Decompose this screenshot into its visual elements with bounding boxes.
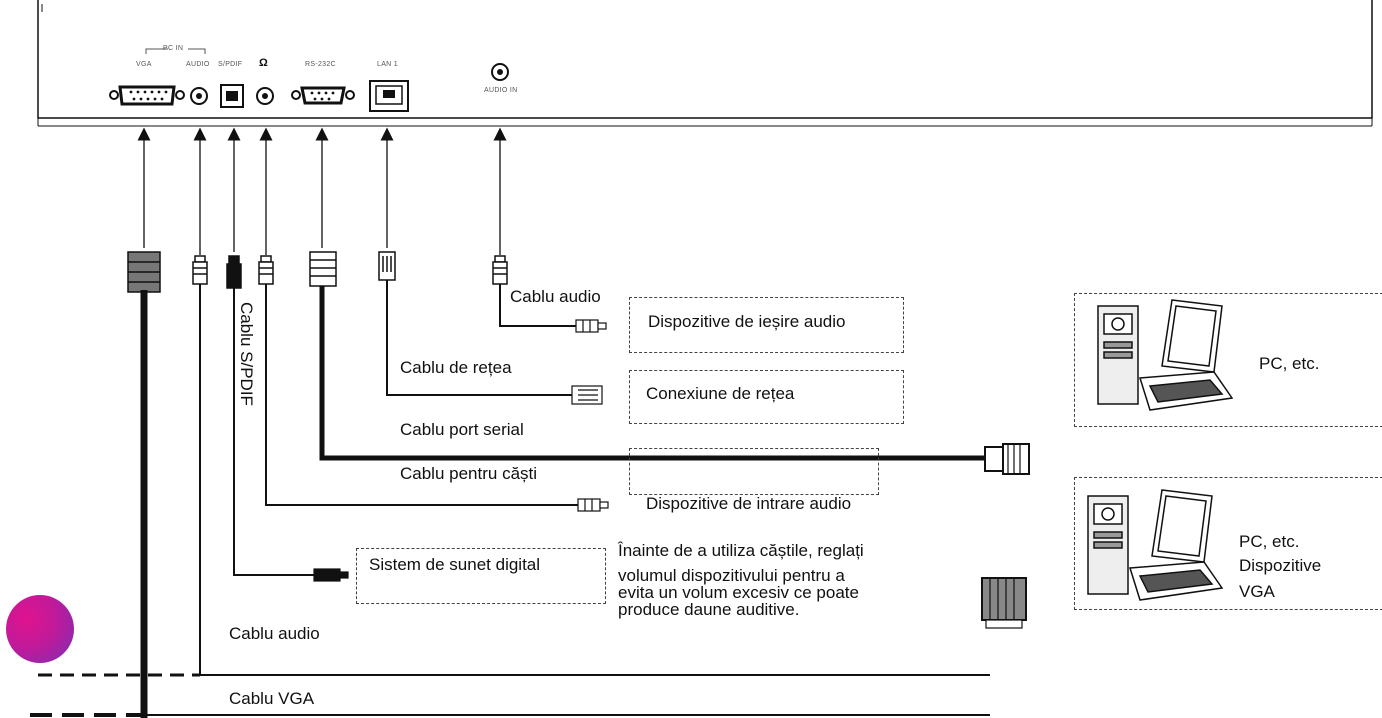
end-plugs [313,319,1030,629]
pc-vga-label-1: PC, etc. [1239,532,1300,551]
audio-in-port-label: AUDIO IN [484,87,518,94]
network-connection-box: Conexiune de rețea [629,370,904,424]
serial-cable-label: Cablu port serial [400,420,524,439]
pc-box: PC, etc. [1074,293,1382,427]
lan-port-label: LAN 1 [377,61,398,68]
headphone-warning-note: Înainte de a utiliza căștile, reglați vo… [618,542,948,618]
vga-port-label: VGA [136,61,152,68]
digital-sound-label: Sistem de sunet digital [369,555,541,574]
pc-vga-label-2: Dispozitive [1239,556,1322,575]
spdif-port-icon [220,84,244,108]
audio-out-cable-label: Cablu audio [510,287,601,306]
rs232c-port-icon [291,86,355,105]
pc-vga-box: PC, etc. Dispozitive VGA [1074,477,1382,610]
note-line-3: evita un volum excesiv ce poate [618,583,859,602]
audio-out-devices-box: Dispozitive de ieșire audio [629,297,904,353]
pc-vga-label-3: VGA [1239,582,1275,601]
spdif-port-label: S/PDIF [218,61,243,68]
audio-pc-cable-label: Cablu audio [229,624,320,643]
audio-in-devices-box [629,448,879,495]
audio-port-label: AUDIO [186,61,210,68]
note-line-4: produce daune auditive. [618,600,800,619]
headphone-symbol: Ω [259,57,269,69]
headphone-jack-icon [256,87,274,105]
port-arrows [137,127,507,255]
lan-port-icon [369,80,409,112]
pc-icon-vga [1087,489,1224,601]
pc-label: PC, etc. [1259,354,1320,373]
cable-runs [30,280,990,718]
digital-sound-box: Sistem de sunet digital [356,548,606,604]
audio-in-devices-label: Dispozitive de intrare audio [646,494,852,513]
rs232c-port-label: RS-232C [305,61,336,68]
accent-circle [6,595,74,663]
spdif-cable-label: Cablu S/PDIF [237,302,256,406]
rear-panel [37,0,1373,127]
audio-out-devices-label: Dispozitive de ieșire audio [648,312,846,331]
audio-in-jack-icon [491,63,509,81]
cable-plugs [127,251,508,293]
pc-icon [1097,299,1234,411]
note-line-1: Înainte de a utiliza căștile, reglați [618,541,864,560]
audio-jack-icon [190,87,208,105]
pc-in-label: PC IN [163,45,184,52]
vga-port-icon [109,85,185,106]
headphone-cable-label: Cablu pentru căști [400,464,538,483]
vga-cable-label: Cablu VGA [229,689,315,708]
network-connection-label: Conexiune de rețea [646,384,795,403]
note-line-2: volumul dispozitivului pentru a [618,566,845,585]
network-cable-label: Cablu de rețea [400,358,512,377]
